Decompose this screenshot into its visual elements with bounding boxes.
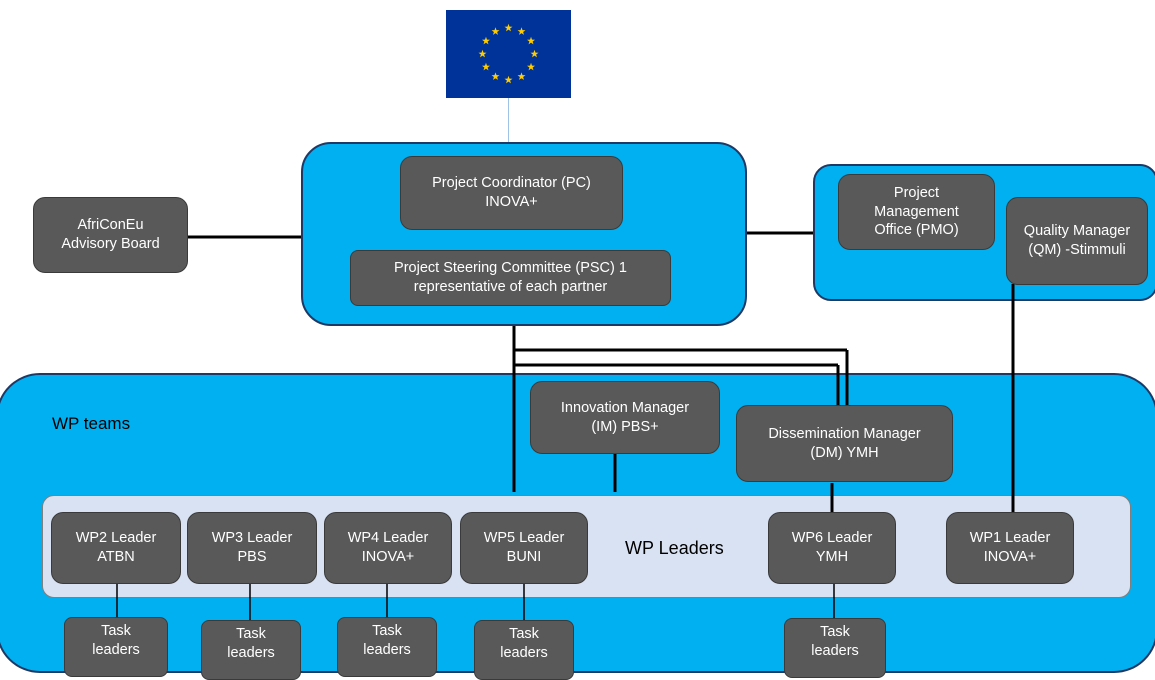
eu-star-icon xyxy=(504,23,513,32)
eu-star-icon xyxy=(481,62,490,71)
wp2-leader-box: WP2 Leader ATBN xyxy=(51,512,181,584)
wp5-leader-box: WP5 Leader BUNI xyxy=(460,512,588,584)
pmo-box: Project Management Office (PMO) xyxy=(838,174,995,250)
dissemination-manager-box: Dissemination Manager (DM) YMH xyxy=(736,405,953,482)
eu-flag-icon xyxy=(446,10,571,98)
task-leaders-box: Task leaders xyxy=(64,617,168,677)
eu-star-icon xyxy=(527,62,536,71)
eu-star-icon xyxy=(530,49,539,58)
wp-leaders-label: WP Leaders xyxy=(625,538,724,558)
innovation-manager-box: Innovation Manager (IM) PBS+ xyxy=(530,381,720,454)
task-leaders-box: Task leaders xyxy=(784,618,886,678)
wp1-leader-box: WP1 Leader INOVA+ xyxy=(946,512,1074,584)
wp4-leader-box: WP4 Leader INOVA+ xyxy=(324,512,452,584)
eu-star-icon xyxy=(527,36,536,45)
task-leaders-box: Task leaders xyxy=(201,620,301,680)
flag-connector xyxy=(508,98,509,143)
eu-star-icon xyxy=(517,27,526,35)
task-leaders-box: Task leaders xyxy=(474,620,574,680)
wp3-leader-box: WP3 Leader PBS xyxy=(187,512,317,584)
eu-star-icon xyxy=(481,36,490,45)
eu-star-icon xyxy=(491,72,500,80)
task-leaders-box: Task leaders xyxy=(337,617,437,677)
steering-committee-box: Project Steering Committee (PSC) 1 repre… xyxy=(350,250,671,306)
project-coordinator-box: Project Coordinator (PC) INOVA+ xyxy=(400,156,623,230)
eu-star-icon xyxy=(517,72,526,80)
wp6-leader-box: WP6 Leader YMH xyxy=(768,512,896,584)
connector-lines xyxy=(116,231,1015,620)
wp-teams-label: WP teams xyxy=(52,414,131,433)
eu-star-icon xyxy=(491,27,500,35)
quality-manager-box: Quality Manager (QM) -Stimmuli xyxy=(1006,197,1148,285)
eu-star-icon xyxy=(504,75,513,84)
advisory-board-box: AfriConEu Advisory Board xyxy=(33,197,188,273)
eu-star-icon xyxy=(478,49,487,58)
